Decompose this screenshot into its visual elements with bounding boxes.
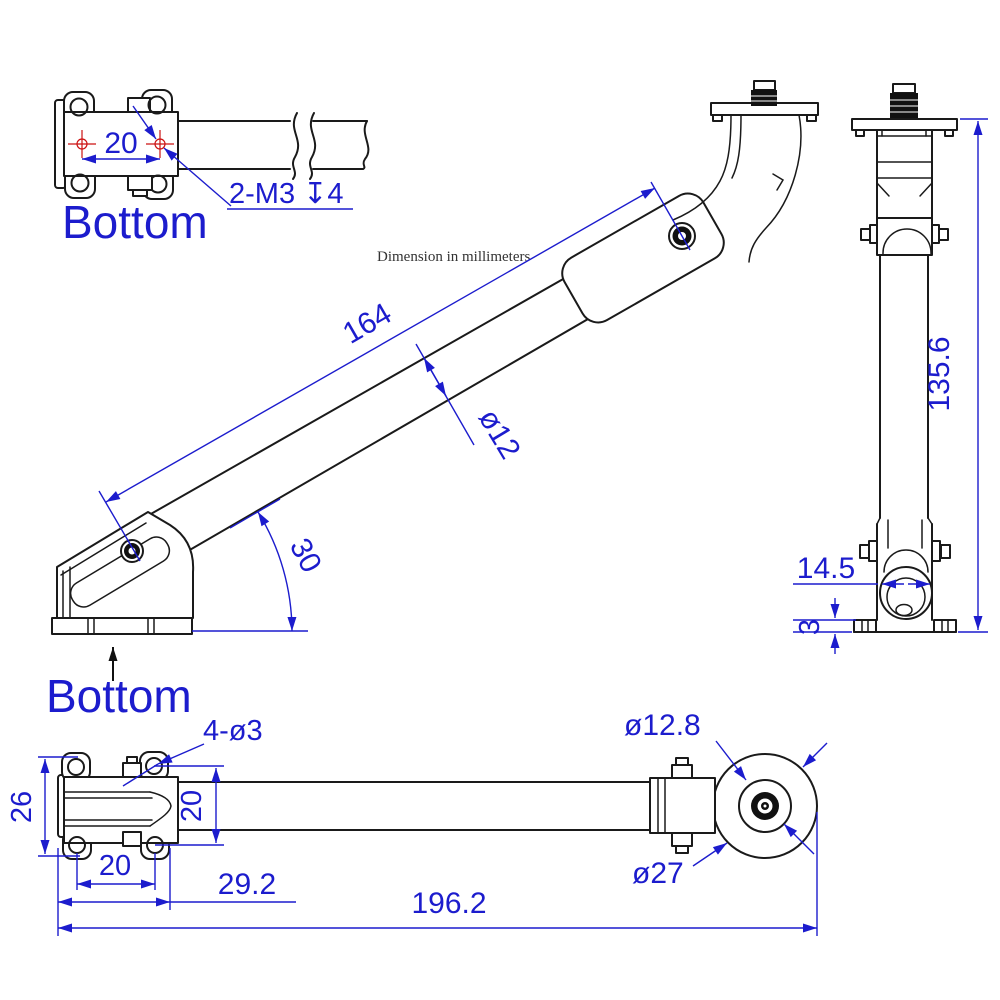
dim-hole-spacing: 20 bbox=[99, 850, 131, 882]
view-side: Dimension in millimeters bbox=[46, 80, 819, 722]
dim-hub-dia: ø12.8 bbox=[624, 709, 701, 742]
dim-mount-hole-spacing: 20 bbox=[104, 127, 137, 160]
dim-hole-callout: 4-ø3 bbox=[203, 715, 263, 747]
dim-wheel-dia: ø27 bbox=[632, 857, 684, 890]
dim-angle: 30 bbox=[283, 533, 328, 578]
dim-clamp-width: 20 bbox=[176, 790, 208, 822]
dim-pad-thickness: 3 bbox=[794, 619, 826, 635]
drawing-note: Dimension in millimeters bbox=[377, 249, 530, 265]
dim-bracket-width: 26 bbox=[6, 791, 38, 823]
view-front: 135.6 14.5 3 bbox=[793, 83, 988, 654]
label-bottom-top: Bottom bbox=[62, 196, 208, 248]
view-mount-bottom: 20 2-M3 ↧4 Bottom bbox=[54, 89, 370, 248]
view-bottom-assembly: 26 4-ø3 20 20 29.2 196.2 ø12.8 ø27 bbox=[6, 709, 828, 936]
dim-overall-length: 196.2 bbox=[411, 887, 486, 920]
dim-strut-dia: ø12 bbox=[472, 403, 527, 464]
dim-strut-length: 164 bbox=[337, 297, 397, 351]
center-marks bbox=[68, 130, 174, 158]
dim-thread-callout: 2-M3 ↧4 bbox=[229, 178, 344, 210]
label-bottom-mid: Bottom bbox=[46, 670, 192, 722]
dim-overall-height: 135.6 bbox=[923, 336, 956, 411]
dim-bore-dia: 14.5 bbox=[797, 552, 855, 585]
dim-bracket-length: 29.2 bbox=[218, 868, 276, 901]
